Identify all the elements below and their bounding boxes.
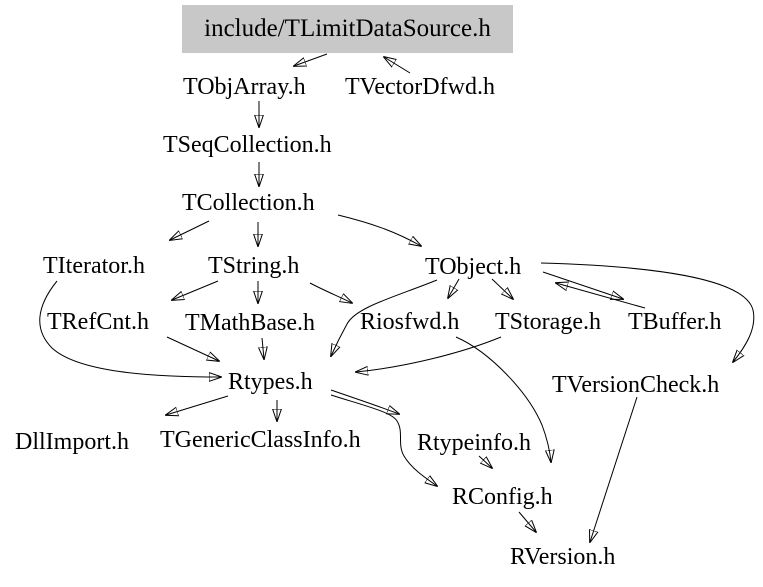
- edge-tobject-to-rtypes: [331, 279, 438, 356]
- node-tversioncheck-h[interactable]: TVersionCheck.h: [552, 372, 720, 398]
- node-tbuffer-h[interactable]: TBuffer.h: [628, 309, 722, 335]
- edge-tvectordfwd-to-root: [384, 57, 411, 74]
- node-rconfig-h[interactable]: RConfig.h: [452, 484, 553, 510]
- node-titerator-h[interactable]: TIterator.h: [43, 253, 145, 279]
- node-tobject-h[interactable]: TObject.h: [425, 254, 522, 280]
- edge-tstring-to-riosfwd: [309, 282, 352, 303]
- node-dllimport-h[interactable]: DllImport.h: [15, 429, 129, 455]
- edge-trefcnt-to-rtypes: [166, 336, 219, 361]
- node-tvectordfwd-h[interactable]: TVectorDfwd.h: [345, 74, 495, 100]
- edge-rtypes-to-rconfig: [330, 394, 437, 486]
- edge-rconfig-to-rversion: [518, 511, 536, 532]
- node-rversion-h[interactable]: RVersion.h: [510, 544, 616, 570]
- node-root-tlimitdatasource-h: include/TLimitDataSource.h: [182, 5, 513, 53]
- edge-riosfwd-to-rconfig: [455, 336, 551, 462]
- node-trefcnt-h[interactable]: TRefCnt.h: [47, 309, 149, 335]
- node-tstorage-h[interactable]: TStorage.h: [495, 309, 601, 335]
- edge-tstorage-to-rtypes: [356, 336, 502, 372]
- edge-tobject-to-riosfwd: [448, 278, 460, 298]
- edge-rtypes-to-rtypeinfo: [330, 389, 399, 414]
- edge-tobject-to-tversioncheck: [540, 262, 755, 362]
- edge-root-to-tobjarray: [294, 53, 328, 66]
- edge-rtypes-to-dllimport: [166, 395, 229, 415]
- node-rtypeinfo-h[interactable]: Rtypeinfo.h: [417, 430, 531, 456]
- edge-tstring-to-trefcnt: [172, 280, 219, 300]
- node-tstring-h[interactable]: TString.h: [208, 253, 300, 279]
- edge-tcollection-to-titerator: [170, 220, 210, 240]
- edge-tobject-to-tbuffer: [542, 271, 623, 299]
- node-tobjarray-h[interactable]: TObjArray.h: [183, 74, 306, 100]
- node-riosfwd-h[interactable]: Riosfwd.h: [360, 309, 460, 335]
- edge-tbuffer-to-tobject: [556, 283, 646, 309]
- edge-tmathbase-to-rtypes: [262, 337, 264, 359]
- edge-titerator-to-rtypes: [39, 280, 221, 377]
- node-tseqcollection-h[interactable]: TSeqCollection.h: [163, 132, 332, 158]
- node-tgenericclassinfo-h[interactable]: TGenericClassInfo.h: [160, 427, 361, 453]
- node-tmathbase-h[interactable]: TMathBase.h: [185, 310, 315, 336]
- edge-tversioncheck-to-rversion: [590, 396, 638, 542]
- edge-tobject-to-tstorage: [491, 278, 513, 299]
- edge-rtypeinfo-to-rconfig: [478, 455, 492, 468]
- node-rtypes-h[interactable]: Rtypes.h: [228, 369, 313, 395]
- edge-tcollection-to-tobject: [337, 214, 421, 246]
- node-tcollection-h[interactable]: TCollection.h: [182, 190, 315, 216]
